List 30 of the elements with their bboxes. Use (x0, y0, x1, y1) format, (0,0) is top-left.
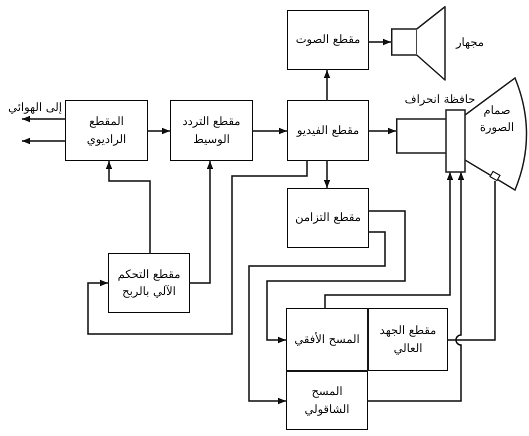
arrow (253, 128, 287, 134)
yoke-label: حافظة انحراف (404, 92, 476, 107)
arrow (369, 128, 396, 134)
block-box: مقطع الصوت (287, 10, 369, 70)
arrow (87, 161, 308, 335)
block-box: مقطع التردد الوسيط (170, 100, 253, 161)
speaker-label: مجهار (456, 34, 484, 50)
speaker-drawing (391, 6, 446, 81)
arrow (22, 138, 65, 144)
block-box: المسح الشاقولي (286, 371, 368, 430)
tube-label: صمام الصورة (478, 102, 516, 136)
arrow (190, 161, 214, 284)
arrow (324, 172, 454, 308)
arrow (22, 116, 65, 122)
arrow (368, 172, 464, 402)
arrow (266, 210, 406, 344)
block-box: المقطع الراديوي (65, 100, 148, 161)
block-box: مقطع الفيديو (287, 100, 369, 161)
arrow (369, 38, 391, 46)
arrow (324, 70, 330, 100)
block-box: مقطع التزامن (287, 188, 369, 248)
arrow (106, 161, 151, 253)
block-box: مقطع التحكم الآلي بالربح (108, 253, 190, 313)
antenna-label: إلى الهوائي (2, 100, 62, 119)
connector-line (448, 181, 496, 341)
block-box: المسح الأفقي (286, 308, 368, 371)
arrow (324, 161, 330, 188)
arrow (248, 231, 386, 404)
arrow (148, 128, 170, 134)
block-box: مقطع الجهد العالي (368, 308, 448, 371)
